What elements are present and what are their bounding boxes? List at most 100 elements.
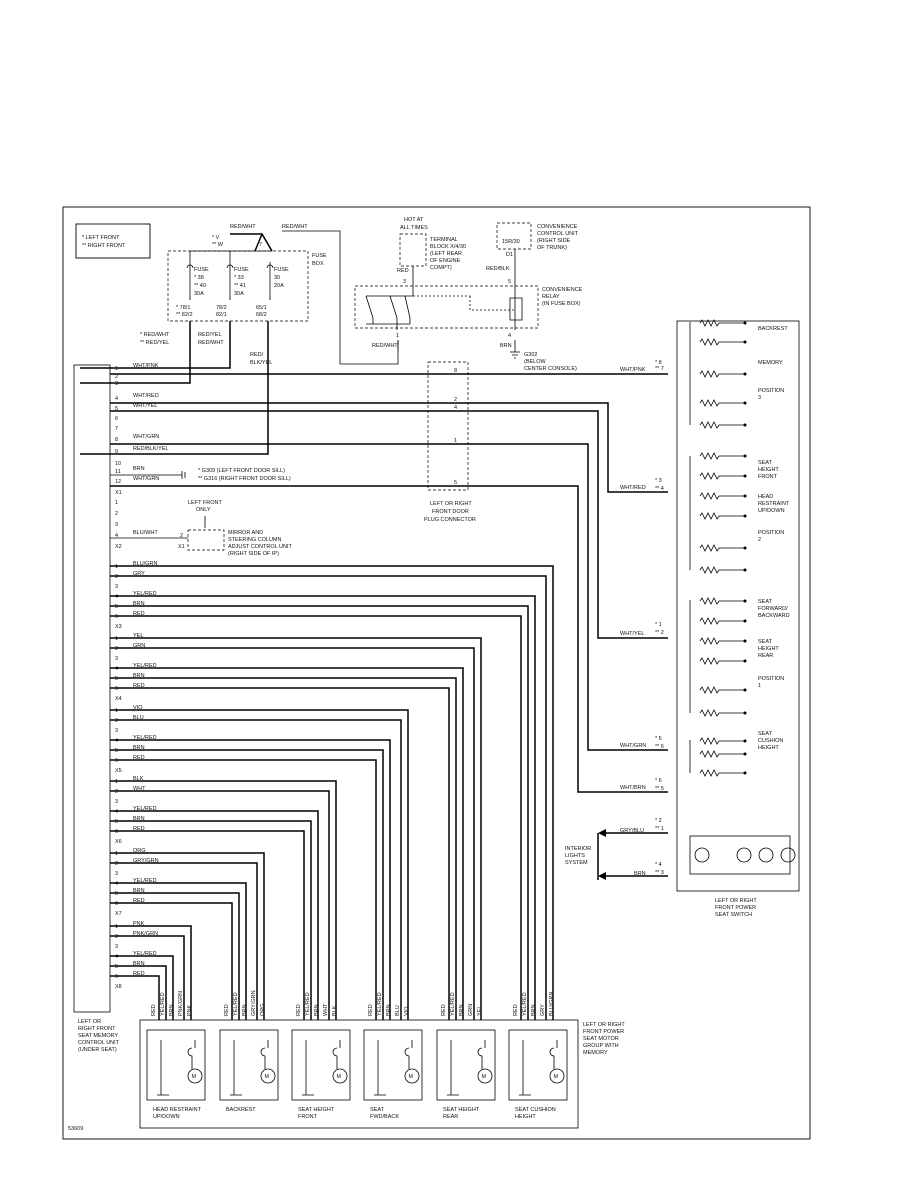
- motor-wire-label: BRN: [531, 1004, 537, 1016]
- svg-text:5: 5: [508, 279, 511, 285]
- motor-glyph: M: [337, 1074, 342, 1080]
- hall-sensor-symbol: [260, 1040, 269, 1069]
- motor-name: BACKREST: [226, 1107, 256, 1113]
- motor-wire-label: GRY: [540, 1004, 546, 1016]
- svg-text:RED/WHT: RED/WHT: [282, 224, 308, 230]
- wire-color-label: WHT/BRN: [620, 785, 646, 791]
- svg-text:COMPT): COMPT): [430, 265, 452, 271]
- svg-text:CONVENIENCE: CONVENIENCE: [537, 224, 578, 230]
- svg-text:LEFT OR RIGHT: LEFT OR RIGHT: [583, 1022, 625, 1028]
- wire-color-label: YEL/RED: [133, 878, 157, 884]
- fuse-label: 20A: [274, 283, 284, 289]
- svg-text:SEAT SWITCH: SEAT SWITCH: [715, 912, 752, 918]
- svg-text:(RIGHT SIDE: (RIGHT SIDE: [537, 238, 571, 244]
- switch-section-label: HEAD: [758, 494, 773, 500]
- pin-number: 4: [115, 881, 118, 887]
- resistor-symbol: [699, 319, 745, 327]
- fuse-label: ** 41: [234, 283, 246, 289]
- wire-color-label: YEL/RED: [133, 735, 157, 741]
- svg-text:SEAT MEMORY: SEAT MEMORY: [78, 1033, 118, 1039]
- pin-number: 5: [115, 676, 118, 682]
- switch-contact: [743, 340, 747, 344]
- switch-pin-number: ** 2: [655, 630, 664, 636]
- connector-label: X7: [115, 911, 122, 917]
- pin-number: 3: [115, 584, 118, 590]
- svg-text:(IN FUSE BOX): (IN FUSE BOX): [542, 301, 581, 307]
- pin-number: 1: [115, 500, 118, 506]
- switch-section-label: HEIGHT: [758, 467, 779, 473]
- pin-number: 4: [115, 954, 118, 960]
- switch-section-label: BACKREST: [758, 326, 788, 332]
- pin-number: 1: [115, 564, 118, 570]
- wire-to-motor: [110, 709, 409, 1020]
- switch-section-label: BACKWARD: [758, 613, 790, 619]
- svg-text:FUSE: FUSE: [312, 253, 327, 259]
- motor-name: FWD/BACK: [370, 1114, 399, 1120]
- motor-box: [363, 1029, 423, 1101]
- led-icon: [736, 847, 752, 863]
- svg-text:LEFT OR RIGHT: LEFT OR RIGHT: [715, 898, 757, 904]
- switch-section-label: SEAT: [758, 599, 773, 605]
- wire-color-label: YEL/RED: [133, 591, 157, 597]
- svg-text:** G316 (RIGHT FRONT DOOR SI: ** G316 (RIGHT FRONT DOOR SILL): [198, 476, 291, 482]
- pin-number: 6: [115, 829, 118, 835]
- motor-wire-label: YEL/RED: [305, 992, 311, 1016]
- svg-text:FRONT POWER: FRONT POWER: [583, 1029, 624, 1035]
- led-icon: [780, 847, 796, 863]
- wire-color-label: PNK: [133, 921, 145, 927]
- wire-color-label: YEL: [133, 633, 143, 639]
- pin-number: 6: [115, 974, 118, 980]
- wire-to-seat-switch: [110, 410, 668, 639]
- switch-contact: [743, 711, 747, 715]
- figure-id: 53609: [68, 1126, 83, 1132]
- wire-to-motor: [110, 975, 160, 1020]
- resistor-symbol: [699, 750, 745, 758]
- switch-pin-number: ** 1: [655, 826, 664, 832]
- fuse-label: 30A: [234, 291, 244, 297]
- switch-pin-number: ** 6: [655, 744, 664, 750]
- pin-number: 6: [115, 416, 118, 422]
- switch-contact: [743, 474, 747, 478]
- svg-text:SEAT MOTOR: SEAT MOTOR: [583, 1036, 619, 1042]
- wire-to-motor: [110, 955, 174, 1020]
- wire-color-label: RED: [133, 755, 145, 761]
- svg-text:** W: ** W: [212, 242, 224, 248]
- motor-icon: [549, 1068, 565, 1084]
- wire-color-label: BLU/WHT: [133, 530, 158, 536]
- wire-color-label: BRN: [133, 745, 145, 751]
- wire-to-motor: [110, 605, 529, 1020]
- pin-number: 11: [115, 469, 121, 475]
- switch-contact: [743, 752, 747, 756]
- svg-text:STEERING COLUMN: STEERING COLUMN: [228, 537, 282, 543]
- wire-color-label: GRY/GRN: [133, 858, 159, 864]
- fuse-ref: 68/2: [256, 312, 267, 318]
- mirror-adjust-control-unit: LEFT FRONT ONLY 2 X1 MIRROR AND STEERING…: [110, 500, 293, 557]
- pin-number: 6: [115, 614, 118, 620]
- resistor-symbol: [699, 399, 745, 407]
- pin-number: 4: [115, 594, 118, 600]
- wire-color-label: GRY: [133, 571, 145, 577]
- switch-section-label: POSITION: [758, 530, 784, 536]
- pin-number: 5: [115, 748, 118, 754]
- wire-color-label: RED: [133, 611, 145, 617]
- motor-name: SEAT HEIGHT: [443, 1107, 480, 1113]
- svg-text:RED/BLK: RED/BLK: [486, 266, 510, 272]
- legend-line-1: * LEFT FRONT: [82, 235, 120, 241]
- pin-number: 5: [115, 891, 118, 897]
- motor-wire-label: BRN: [242, 1004, 248, 1016]
- motor-icon: [332, 1068, 348, 1084]
- switch-pin-number: ** 4: [655, 486, 664, 492]
- potentiometer-symbol: [447, 1040, 459, 1096]
- wire-to-motor: [110, 925, 192, 1020]
- motor-wire-label: YEL/RED: [160, 992, 166, 1016]
- motor-name: UP/DOWN: [153, 1114, 180, 1120]
- motor-glyph: M: [554, 1074, 559, 1080]
- wire-color-label: RED: [133, 971, 145, 977]
- switch-pin-number: ** 5: [655, 786, 664, 792]
- motor-box: [146, 1029, 206, 1101]
- motor-wire-label: GRY/GRN: [251, 990, 257, 1016]
- pin-number: 2: [115, 861, 118, 867]
